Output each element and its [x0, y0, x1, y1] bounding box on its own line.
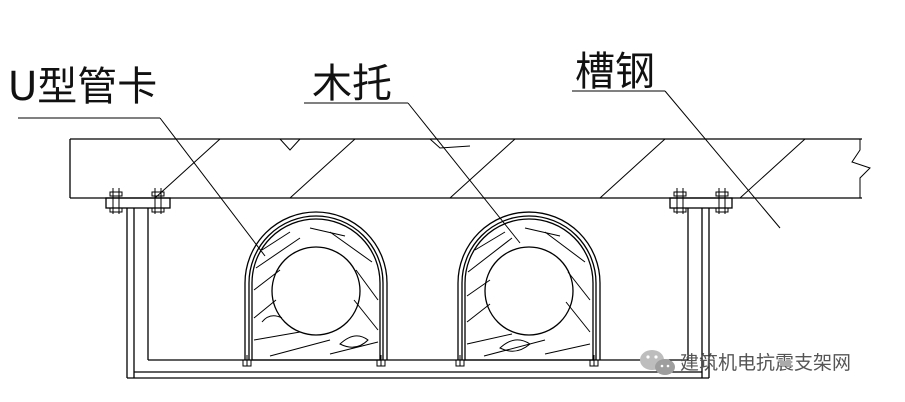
top-bolts: [109, 188, 729, 214]
label-u-clamp-text: U型管卡: [8, 64, 157, 110]
u-clamp-right: [457, 211, 601, 360]
u-clamp-left: [244, 211, 388, 360]
bolt: [151, 188, 165, 214]
hanger-frame: [105, 197, 733, 379]
wood-support-right: [464, 218, 594, 361]
bolt: [455, 355, 465, 367]
bolt: [242, 355, 252, 367]
watermark-text: 建筑机电抗震支架网: [680, 352, 851, 374]
watermark: 建筑机电抗震支架网: [640, 350, 851, 375]
leader-line-u-clamp: [159, 117, 266, 257]
bolt: [589, 355, 599, 367]
label-channel-steel-text: 槽钢: [575, 49, 655, 95]
wechat-icon: [640, 350, 675, 375]
leader-line-channel: [664, 90, 781, 229]
bolt: [376, 355, 386, 367]
leader-line-wood: [407, 102, 521, 244]
bolt: [109, 188, 123, 214]
pipe-assembly-right: [455, 211, 601, 367]
bolt: [715, 188, 729, 214]
pipe-assembly-left: [242, 211, 388, 367]
label-u-clamp: U型管卡: [8, 64, 266, 257]
label-wood-support: 木托: [304, 61, 521, 244]
wood-support-left: [251, 218, 381, 361]
channel-steel-beam: [69, 138, 871, 199]
label-channel-steel: 槽钢: [572, 49, 781, 229]
bolt: [673, 188, 687, 214]
pipe-right: [484, 246, 574, 336]
pipe-left: [271, 246, 361, 336]
label-wood-support-text: 木托: [312, 61, 392, 107]
